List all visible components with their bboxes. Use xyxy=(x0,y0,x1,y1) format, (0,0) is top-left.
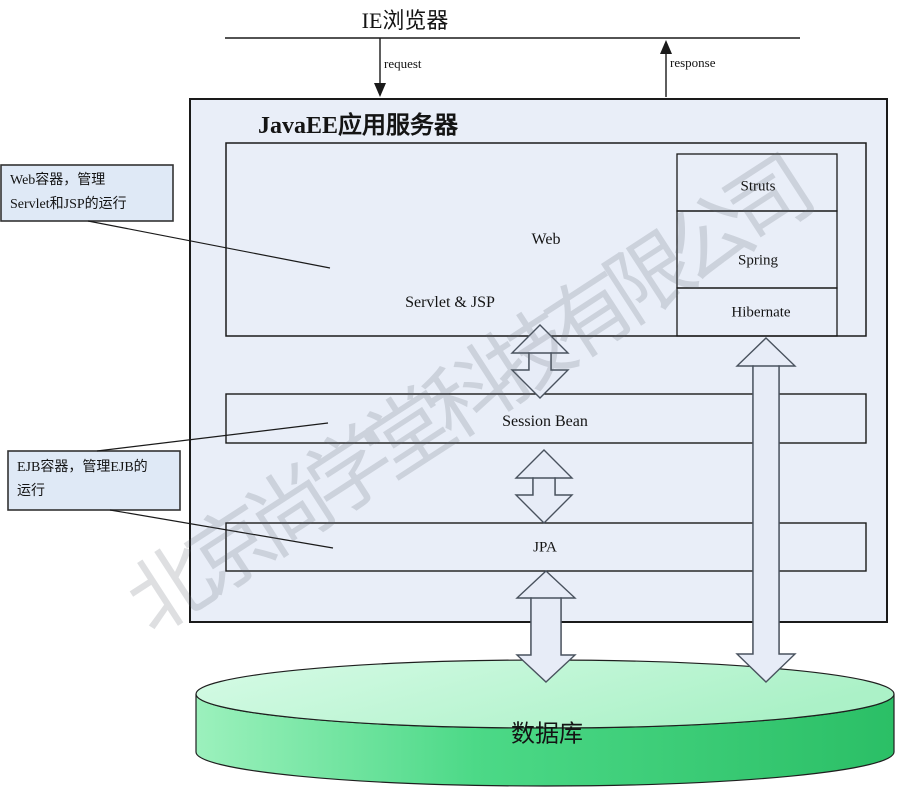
hibernate-box xyxy=(676,287,838,337)
web-annotation-leader-line xyxy=(87,220,331,269)
database-label: 数据库 xyxy=(511,721,583,748)
ejb-annotation-line2: 运行 xyxy=(17,483,45,499)
response-arrow xyxy=(660,40,672,97)
web-annotation-line1: Web容器，管理 xyxy=(10,173,106,188)
request-arrow xyxy=(374,38,386,97)
hibernate-label: Hibernate xyxy=(731,304,791,321)
session-bean-label: Session Bean xyxy=(502,413,588,430)
ejb-annotation-box xyxy=(7,450,181,511)
web-label: Web xyxy=(531,231,561,248)
jpa-database-double-arrow xyxy=(515,570,577,683)
web-annotation-box xyxy=(0,164,174,222)
session-jpa-double-arrow xyxy=(514,449,574,524)
hibernate-database-double-arrow xyxy=(735,337,797,683)
request-label: request xyxy=(384,56,422,71)
response-label: response xyxy=(670,55,716,70)
spring-label: Spring xyxy=(737,252,779,269)
struts-label: Struts xyxy=(740,178,776,195)
javaee-server-title: JavaEE应用服务器 xyxy=(258,113,459,139)
session-bean-box xyxy=(225,393,867,444)
web-session-double-arrow xyxy=(510,324,570,399)
servlet-jsp-label: Servlet & JSP xyxy=(405,294,495,311)
ejb-annotation-leader-line-top xyxy=(96,422,329,452)
ejb-annotation-leader-line-bottom xyxy=(109,509,334,549)
web-annotation-text: Web容器，管理 Servlet和JSP的运行 xyxy=(10,169,127,217)
ejb-annotation-line1: EJB容器，管理EJB的 xyxy=(17,460,148,475)
web-annotation-line2: Servlet和JSP的运行 xyxy=(10,196,127,212)
database-cylinder xyxy=(195,659,895,787)
ejb-annotation-text: EJB容器，管理EJB的 运行 xyxy=(17,456,148,504)
jpa-label: JPA xyxy=(533,539,557,556)
ie-browser-label: IE浏览器 xyxy=(361,8,449,33)
